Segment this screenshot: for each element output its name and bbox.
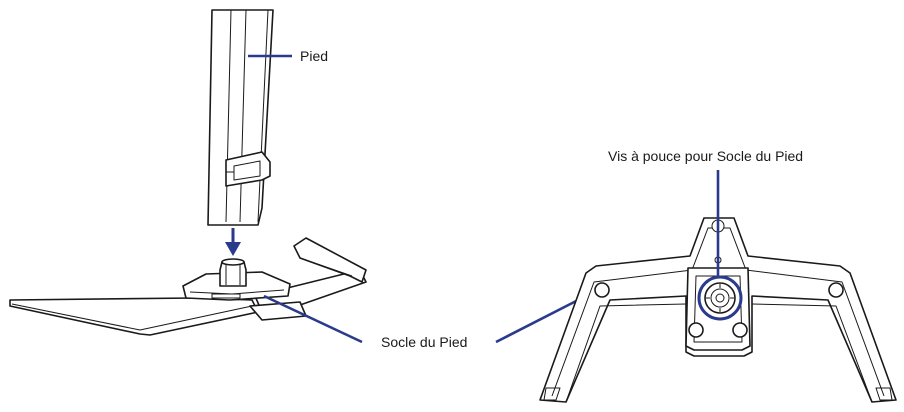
- screw-label: Vis à pouce pour Socle du Pied: [608, 148, 803, 164]
- stand-base: [9, 237, 367, 336]
- thumb-screw-icon: [697, 275, 743, 321]
- base-label: Socle du Pied: [381, 334, 467, 350]
- down-arrow-icon: [225, 228, 241, 256]
- stand-column: [207, 9, 274, 226]
- stand-label: Pied: [300, 48, 328, 64]
